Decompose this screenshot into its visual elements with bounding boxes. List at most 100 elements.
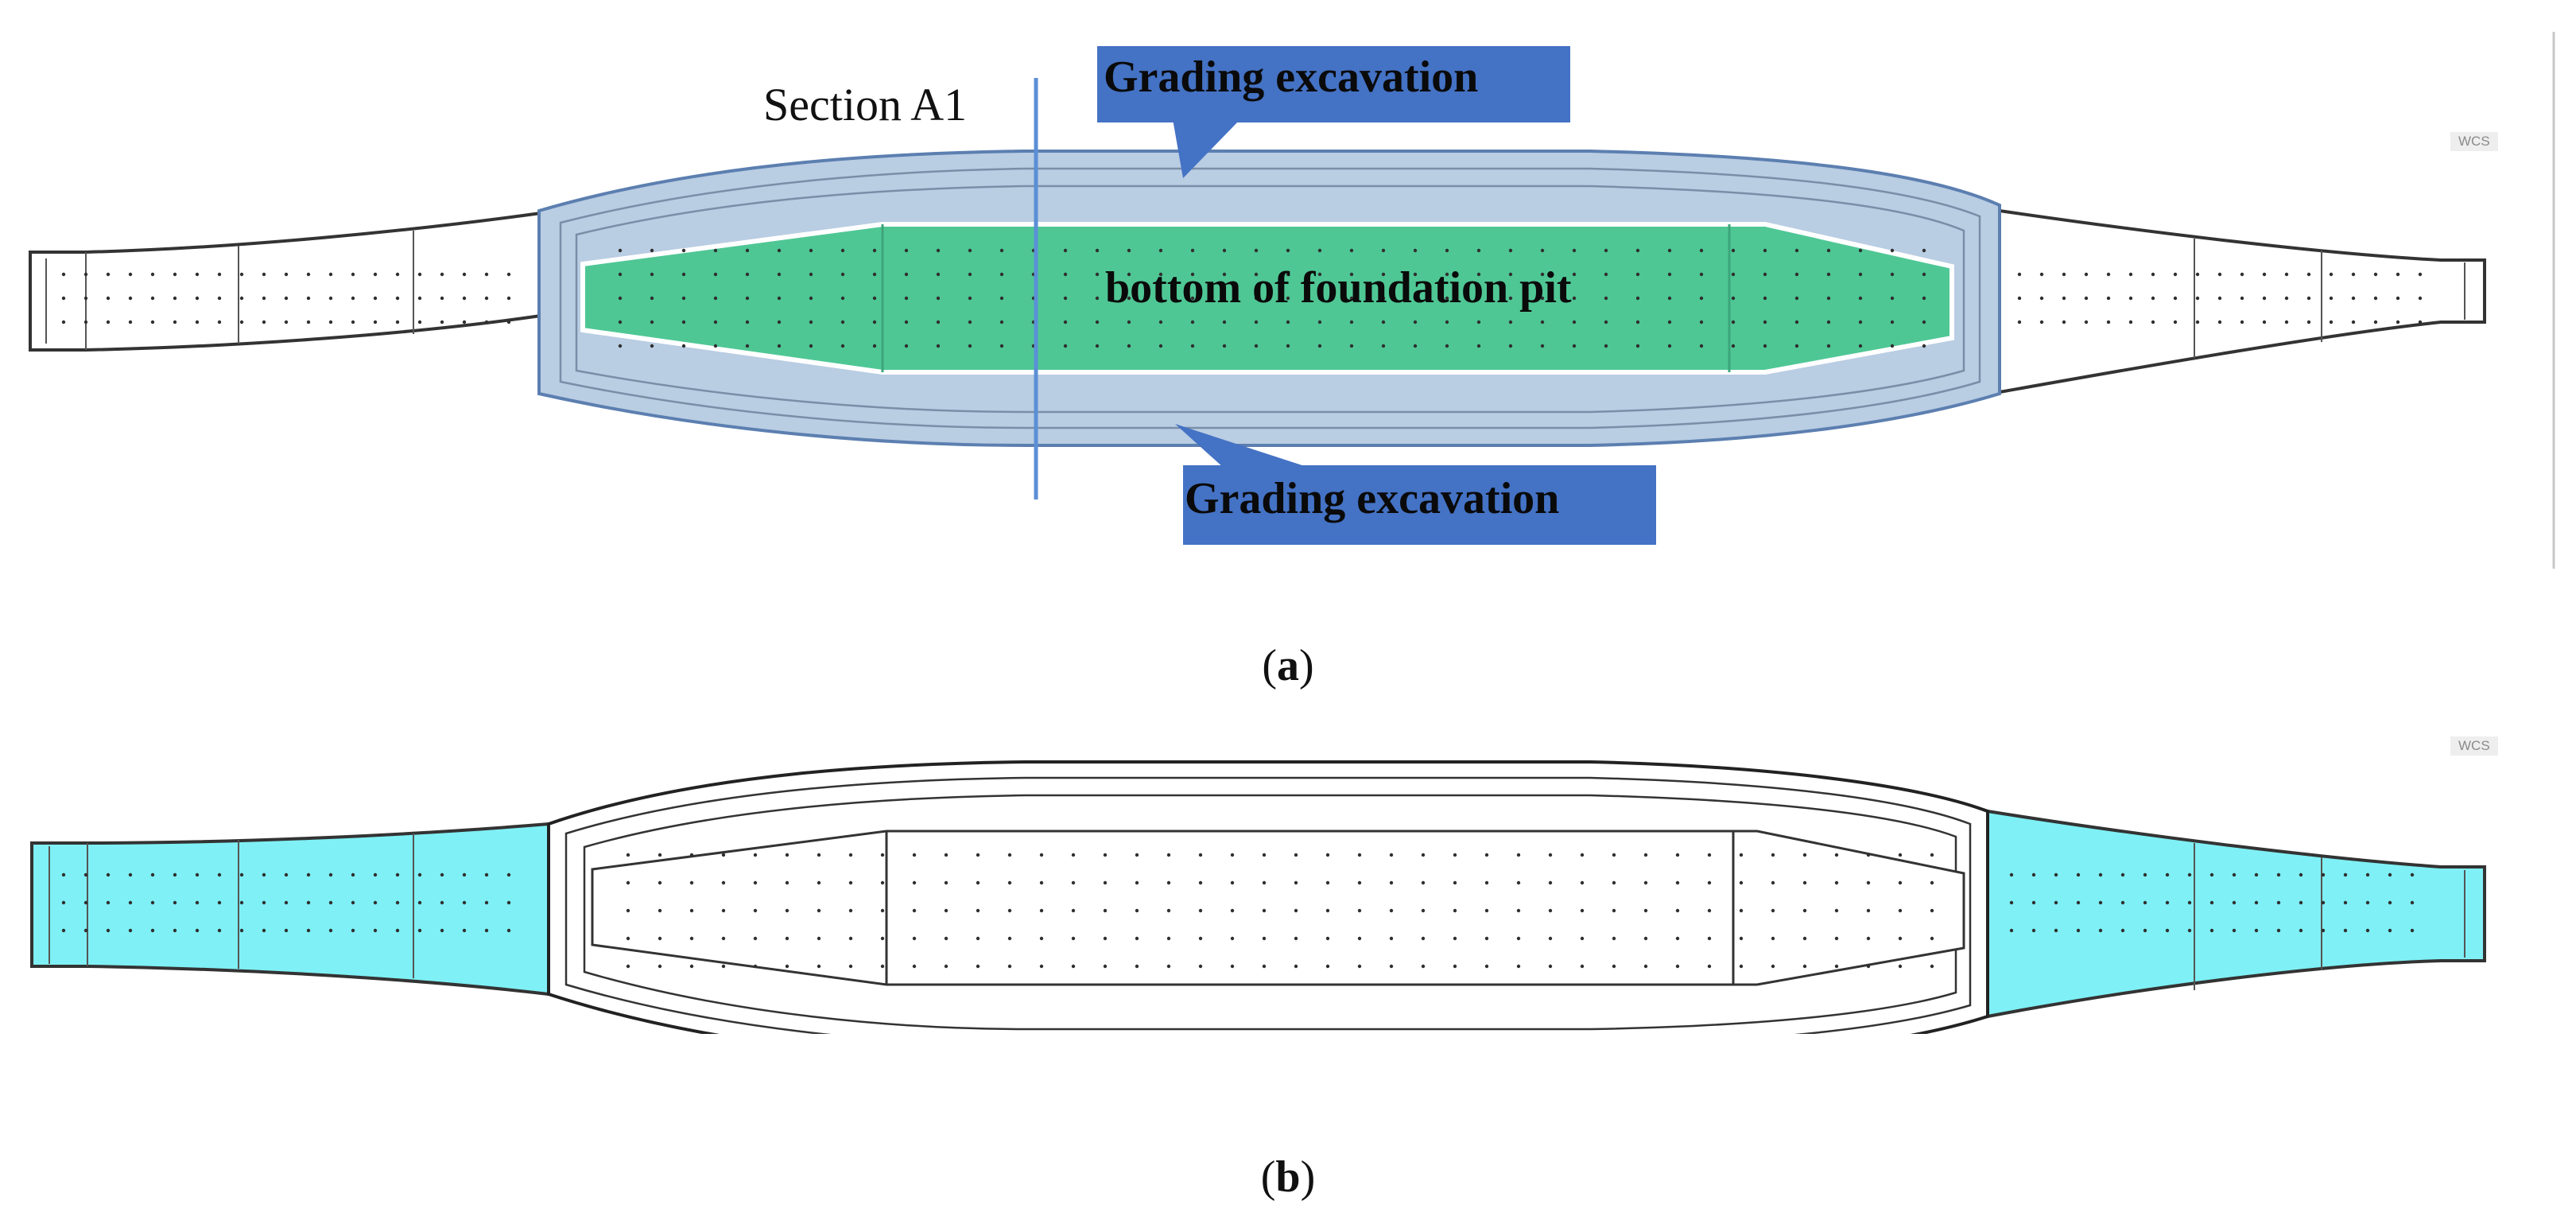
grid-dot	[351, 872, 355, 877]
grid-dot	[2262, 320, 2267, 324]
grid-dot	[689, 853, 694, 857]
grid-dot	[106, 296, 111, 301]
grid-dot	[1834, 908, 1839, 913]
grid-dot	[2343, 872, 2348, 877]
grid-dot	[1930, 853, 1934, 857]
grid-dot	[968, 296, 972, 301]
grid-dot	[506, 928, 511, 933]
grid-dot	[1484, 880, 1489, 885]
grid-dot	[1286, 272, 1290, 277]
grid-dot	[239, 320, 244, 324]
grid-dot	[1286, 320, 1290, 324]
grid-dot	[1294, 908, 1298, 913]
grid-dot	[2240, 320, 2244, 324]
grid-dot	[1802, 964, 1807, 969]
grid-dot	[128, 320, 133, 324]
grid-dot	[506, 272, 511, 277]
grid-dot	[1763, 344, 1767, 348]
grid-dot	[681, 248, 686, 253]
panel-b: WCS	[0, 684, 2576, 1034]
grid-dot	[1922, 248, 1926, 253]
grid-dot	[1421, 853, 1426, 857]
grid-dot	[173, 320, 177, 324]
grid-dot	[713, 296, 718, 301]
grid-dot	[462, 320, 467, 324]
grid-dot	[1635, 248, 1640, 253]
grid-dot	[2187, 900, 2192, 905]
grid-dot	[1731, 248, 1736, 253]
grid-dot	[2329, 272, 2334, 277]
grid-dot	[1389, 908, 1394, 913]
grid-dot	[1643, 853, 1648, 857]
grid-dot	[2262, 296, 2267, 301]
grid-dot	[1222, 320, 1227, 324]
grid-dot	[2217, 320, 2222, 324]
grid-dot	[1675, 880, 1680, 885]
grid-dot	[944, 964, 949, 969]
grid-dot	[440, 320, 444, 324]
grid-dot	[1858, 248, 1863, 253]
grid-dot	[1421, 908, 1426, 913]
grid-dot	[1317, 248, 1322, 253]
grid-dot	[1357, 853, 1362, 857]
grid-dot	[1063, 344, 1068, 348]
grid-dot	[195, 272, 200, 277]
grid-dot	[106, 928, 111, 933]
grid-dot	[262, 900, 266, 905]
grid-dot	[2084, 272, 2089, 277]
grid-dot	[1230, 880, 1235, 885]
grid-dot	[2284, 272, 2289, 277]
grid-dot	[999, 320, 1004, 324]
grid-dot	[1739, 936, 1744, 941]
grid-dot	[128, 272, 133, 277]
grid-dot	[1707, 880, 1712, 885]
grid-dot	[150, 928, 155, 933]
grid-dot	[753, 964, 758, 969]
grid-dot	[1349, 272, 1354, 277]
grid-dot	[809, 344, 813, 348]
grid-dot	[395, 928, 400, 933]
grid-dot	[1190, 296, 1195, 301]
grid-dot	[1739, 964, 1744, 969]
grid-dot	[721, 908, 726, 913]
grid-dot	[817, 908, 821, 913]
grid-dot	[1294, 853, 1298, 857]
grid-dot	[1826, 320, 1831, 324]
grid-dot	[650, 272, 654, 277]
grid-dot	[2284, 320, 2289, 324]
grid-dot	[1763, 296, 1767, 301]
grid-dot	[1254, 296, 1259, 301]
grid-dot	[1389, 964, 1394, 969]
grid-dot	[1453, 880, 1457, 885]
grid-dot	[484, 296, 489, 301]
grid-dot	[2209, 928, 2214, 933]
grid-dot	[777, 272, 782, 277]
right-tail-outline	[1998, 208, 2486, 394]
grid-dot	[1794, 248, 1799, 253]
grid-dot	[2076, 900, 2081, 905]
grid-dot	[1453, 964, 1457, 969]
grid-dot	[2365, 900, 2370, 905]
grid-dot	[1230, 964, 1235, 969]
grid-dot	[777, 320, 782, 324]
grid-dot	[61, 320, 66, 324]
grid-dot	[506, 900, 511, 905]
grid-dot	[1890, 272, 1895, 277]
grid-dot	[2276, 872, 2281, 877]
grid-dot	[1198, 936, 1203, 941]
grid-dot	[195, 900, 200, 905]
grid-dot	[284, 928, 289, 933]
grid-dot	[904, 272, 909, 277]
grid-dot	[1476, 320, 1481, 324]
grid-dot	[2240, 272, 2244, 277]
grid-dot	[817, 964, 821, 969]
grid-dot	[1317, 320, 1322, 324]
grid-dot	[1262, 853, 1267, 857]
grid-dot	[1007, 880, 1012, 885]
grid-dot	[1262, 936, 1267, 941]
grid-dot	[1413, 344, 1418, 348]
grid-dot	[1643, 936, 1648, 941]
callout-top-label: Grading excavation	[1104, 52, 1479, 102]
caption-a: (a)	[1262, 641, 1314, 690]
grid-dot	[1476, 272, 1481, 277]
